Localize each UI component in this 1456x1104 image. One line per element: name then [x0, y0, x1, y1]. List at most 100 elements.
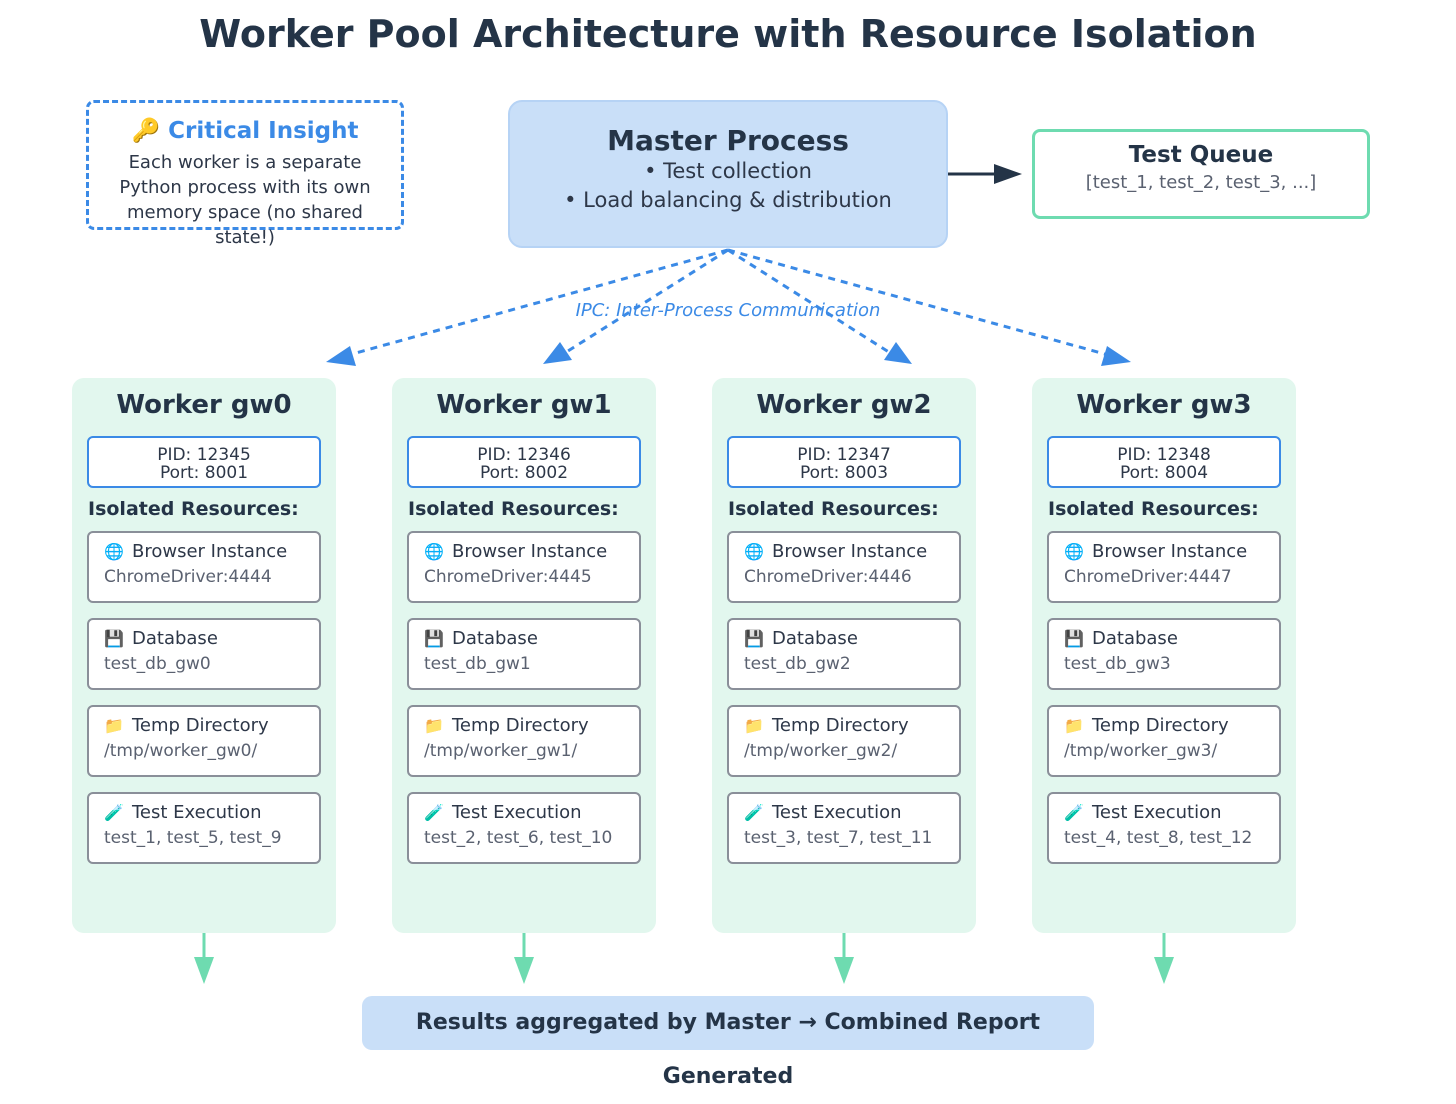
folder-icon: 📁 — [744, 716, 764, 735]
resource-name: Browser Instance — [452, 541, 608, 562]
resource-name: Browser Instance — [772, 541, 928, 562]
ipc-arrowhead-gw2 — [884, 342, 912, 364]
result-arrowhead-gw0 — [194, 957, 214, 984]
port-label: Port: 8003 — [799, 463, 889, 483]
resource-value: ChromeDriver:4447 — [1064, 567, 1232, 587]
resource-temp-directory: 📁 Temp Directory /tmp/worker_gw0/ — [87, 705, 321, 777]
resource-value: ChromeDriver:4445 — [424, 567, 592, 587]
insight-line: Python process with its own — [119, 177, 371, 198]
resource-name: Temp Directory — [132, 715, 269, 736]
resource-database: 💾Database test_db_gw3 — [1047, 618, 1281, 690]
ipc-arrow-gw3 — [727, 248, 1113, 358]
floppy-disk-icon: 💾 — [424, 629, 444, 648]
resource-value: test_4, test_8, test_12 — [1064, 828, 1253, 848]
resource-name: Temp Directory — [452, 715, 589, 736]
ipc-arrowhead-gw3 — [1101, 346, 1131, 366]
resource-name: Database — [132, 628, 218, 649]
resource-name: Database — [772, 628, 858, 649]
isolated-resources-label: Isolated Resources: — [1048, 498, 1259, 520]
isolated-resources-label: Isolated Resources: — [728, 498, 939, 520]
worker-title: Worker gw1 — [436, 390, 612, 420]
worker-gw2: Worker gw2 PID: 12347 Port: 8003 Isolate… — [712, 378, 976, 933]
critical-insight-box: 🔑 Critical Insight Each worker is a separ… — [86, 100, 404, 248]
master-process-box: Master Process • Test collection • Load … — [508, 100, 948, 248]
resource-database: 💾 Database test_db_gw0 — [87, 618, 321, 690]
ipc-label: IPC: Inter-Process Communication — [575, 300, 881, 321]
resource-temp-directory: 📁 Temp Directory /tmp/worker_gw1/ — [407, 705, 641, 777]
isolated-resources-label: Isolated Resources: — [88, 498, 299, 520]
result-arrows — [194, 933, 1174, 984]
pid-port-box: PID: 12345 Port: 8001 — [87, 436, 321, 488]
resource-temp-directory: 📁Temp Directory /tmp/worker_gw3/ — [1047, 705, 1281, 777]
port-label: Port: 8004 — [1119, 463, 1209, 483]
resource-value: test_db_gw0 — [104, 654, 211, 674]
folder-icon: 📁 — [104, 716, 124, 735]
floppy-disk-icon: 💾 — [744, 629, 764, 648]
resource-value: /tmp/worker_gw3/ — [1064, 741, 1218, 761]
test-tube-icon: 🧪 — [424, 803, 444, 822]
worker-title: Worker gw3 — [1076, 390, 1252, 420]
resource-name: Test Execution — [772, 802, 902, 823]
test-tube-icon: 🧪 — [104, 803, 124, 822]
resource-value: test_db_gw2 — [744, 654, 851, 674]
pid-port-box: PID: 12346 Port: 8002 — [407, 436, 641, 488]
resource-test-execution: 🧪 Test Execution test_2, test_6, test_10 — [407, 792, 641, 864]
result-arrowhead-gw2 — [834, 957, 854, 984]
resource-test-execution: 🧪Test Execution test_4, test_8, test_12 — [1047, 792, 1281, 864]
resource-browser: 🌐 Browser Instance ChromeDriver:4446 — [727, 531, 961, 603]
resource-name: Database — [1092, 628, 1178, 649]
test-tube-icon: 🧪 — [1064, 803, 1084, 822]
resource-value: test_3, test_7, test_11 — [744, 828, 933, 848]
diagram-title: Worker Pool Architecture with Resource I… — [199, 12, 1257, 56]
insight-text: Each worker is a separate Python process… — [89, 150, 401, 250]
resource-database: 💾Database test_db_gw1 — [407, 618, 641, 690]
insight-line: Each worker is a separate — [128, 152, 362, 173]
worker-title: Worker gw0 — [116, 390, 292, 420]
results-banner: Results aggregated by Master → Combined … — [362, 996, 1094, 1089]
ipc-arrow-gw2 — [727, 248, 896, 358]
ipc-arrow-gw0 — [344, 248, 729, 358]
worker-gw3: Worker gw3 PID: 12348 Port: 8004 Isolate… — [1032, 378, 1296, 933]
resource-name: Test Execution — [452, 802, 582, 823]
resource-value: ChromeDriver:4444 — [104, 567, 272, 587]
ipc-arrowhead-gw1 — [543, 342, 572, 364]
key-icon: 🔑 — [131, 118, 161, 144]
resource-value: ChromeDriver:4446 — [744, 567, 912, 587]
resource-temp-directory: 📁 Temp Directory /tmp/worker_gw2/ — [727, 705, 961, 777]
insight-title: Critical Insight — [168, 118, 359, 144]
connector-layer — [194, 164, 1174, 984]
queue-title: Test Queue — [1128, 142, 1274, 168]
pid-port-box: PID: 12348 Port: 8004 — [1047, 436, 1281, 488]
master-title: Master Process — [607, 124, 849, 157]
ipc-arrowhead-gw0 — [326, 346, 356, 366]
folder-icon: 📁 — [424, 716, 444, 735]
globe-icon: 🌐 — [744, 542, 764, 561]
isolated-resources-label: Isolated Resources: — [408, 498, 619, 520]
resource-value: /tmp/worker_gw1/ — [424, 741, 578, 761]
resource-name: Test Execution — [132, 802, 262, 823]
resource-value: test_db_gw3 — [1064, 654, 1171, 674]
pid-label: PID: 12346 — [477, 445, 571, 465]
master-item-balancing: • Load balancing & distribution — [564, 188, 892, 212]
worker-gw1: Worker gw1 PID: 12346 Port: 8002 Isolate… — [392, 378, 656, 933]
test-queue-box: Test Queue [test_1, test_2, test_3, ...] — [1032, 129, 1370, 219]
globe-icon: 🌐 — [104, 542, 124, 561]
worker-title: Worker gw2 — [756, 390, 932, 420]
resource-name: Browser Instance — [1092, 541, 1248, 562]
insight-heading: 🔑 Critical Insight — [89, 117, 401, 144]
pid-label: PID: 12345 — [157, 445, 251, 465]
resource-test-execution: 🧪 Test Execution test_1, test_5, test_9 — [87, 792, 321, 864]
floppy-disk-icon: 💾 — [104, 629, 124, 648]
globe-icon: 🌐 — [1064, 542, 1084, 561]
pid-port-box: PID: 12347 Port: 8003 — [727, 436, 961, 488]
resource-value: /tmp/worker_gw2/ — [744, 741, 898, 761]
resource-name: Temp Directory — [772, 715, 909, 736]
resource-value: /tmp/worker_gw0/ — [104, 741, 258, 761]
result-arrowhead-gw1 — [514, 957, 534, 984]
master-item-collection: • Test collection — [644, 159, 812, 183]
globe-icon: 🌐 — [424, 542, 444, 561]
resource-value: test_2, test_6, test_10 — [424, 828, 613, 848]
pid-label: PID: 12348 — [1117, 445, 1211, 465]
resource-value: test_1, test_5, test_9 — [104, 828, 282, 848]
master-to-queue-arrowhead — [994, 164, 1022, 184]
